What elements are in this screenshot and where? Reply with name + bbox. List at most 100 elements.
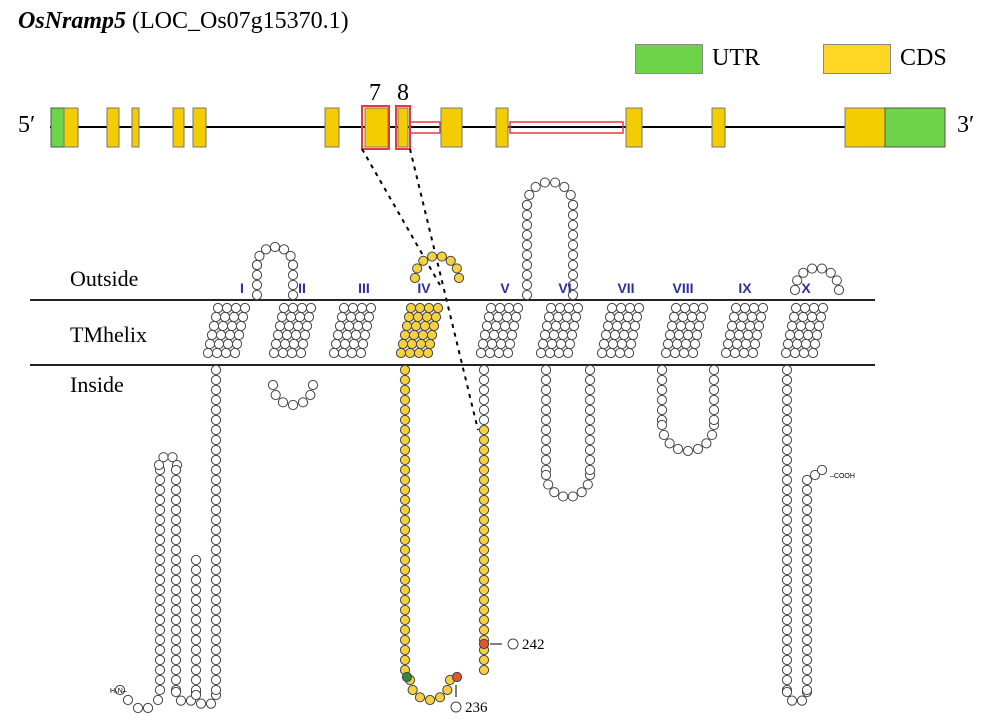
residue: [801, 484, 813, 496]
residue: [671, 338, 683, 350]
residue: [210, 474, 222, 486]
residue: [274, 320, 286, 332]
residue: [231, 338, 243, 350]
residue: [210, 454, 222, 466]
residue: [567, 279, 579, 291]
residue: [451, 263, 462, 274]
utr-3-block: [884, 107, 946, 148]
residue: [521, 259, 533, 271]
residue: [804, 320, 816, 332]
residue: [781, 574, 793, 586]
residue: [688, 302, 700, 314]
residue: [609, 329, 621, 341]
residue: [817, 302, 829, 314]
residue: [399, 594, 411, 606]
residue: [404, 347, 416, 359]
residue: [789, 284, 801, 296]
residue: [540, 469, 552, 481]
residue: [521, 229, 533, 241]
residue: [689, 338, 701, 350]
residue: [540, 374, 552, 386]
residue: [399, 514, 411, 526]
residue: [365, 302, 377, 314]
residue: [478, 574, 490, 586]
residue: [154, 634, 166, 646]
residue: [348, 338, 360, 350]
residue: [781, 514, 793, 526]
residue: [170, 524, 182, 536]
residue: [478, 404, 490, 416]
residue: [664, 329, 676, 341]
residue: [563, 302, 575, 314]
residue: [154, 584, 166, 596]
residue: [399, 584, 411, 596]
residue: [570, 311, 582, 323]
residue: [801, 644, 813, 656]
residue: [422, 347, 434, 359]
residue: [399, 654, 411, 666]
residue: [423, 302, 435, 314]
residue: [233, 329, 245, 341]
residue: [553, 347, 565, 359]
residue: [210, 574, 222, 586]
residue: [801, 554, 813, 566]
residue: [478, 584, 490, 596]
residue: [297, 338, 309, 350]
residue: [781, 554, 793, 566]
residue: [158, 452, 169, 463]
residue: [170, 514, 182, 526]
residue: [801, 604, 813, 616]
residue: [559, 181, 570, 193]
residue: [412, 311, 424, 323]
residue: [831, 275, 842, 286]
residue: [567, 239, 579, 251]
residue: [294, 311, 306, 323]
residue: [122, 694, 134, 706]
residue: [618, 329, 630, 341]
residue: [399, 564, 411, 576]
residue: [190, 554, 202, 566]
exon-8: [397, 107, 409, 148]
residue: [800, 338, 812, 350]
residue: [210, 444, 222, 456]
residue: [260, 244, 272, 255]
residue: [724, 329, 736, 341]
residue: [215, 329, 227, 341]
exon-5: [192, 107, 207, 148]
mutant-residue-242: [507, 638, 519, 650]
residue: [629, 320, 641, 332]
residue: [497, 329, 509, 341]
residue: [303, 311, 315, 323]
residue: [801, 574, 813, 586]
residue: [210, 624, 222, 636]
residue: [132, 702, 144, 714]
residue-chain: [114, 177, 845, 714]
residue: [561, 311, 573, 323]
residue: [307, 379, 319, 391]
residue: [210, 564, 222, 576]
residue: [290, 329, 302, 341]
residue: [584, 384, 596, 396]
residue: [154, 594, 166, 606]
residue: [781, 524, 793, 536]
residue: [781, 374, 793, 386]
residue: [801, 594, 813, 606]
residue: [801, 504, 813, 516]
residue: [170, 504, 182, 516]
residue: [478, 554, 490, 566]
residue: [204, 338, 216, 350]
residue: [673, 329, 685, 341]
residue: [744, 320, 756, 332]
legend-cds-swatch: [823, 44, 891, 74]
residue: [535, 347, 547, 359]
residue: [442, 684, 453, 696]
outside-label: Outside: [70, 266, 139, 291]
residue: [210, 514, 222, 526]
residue: [789, 347, 801, 359]
residue: [567, 249, 579, 261]
residue: [210, 554, 222, 566]
residue: [550, 177, 561, 188]
residue: [270, 389, 281, 401]
five-prime-label: 5′: [18, 112, 36, 138]
residue: [210, 384, 222, 396]
